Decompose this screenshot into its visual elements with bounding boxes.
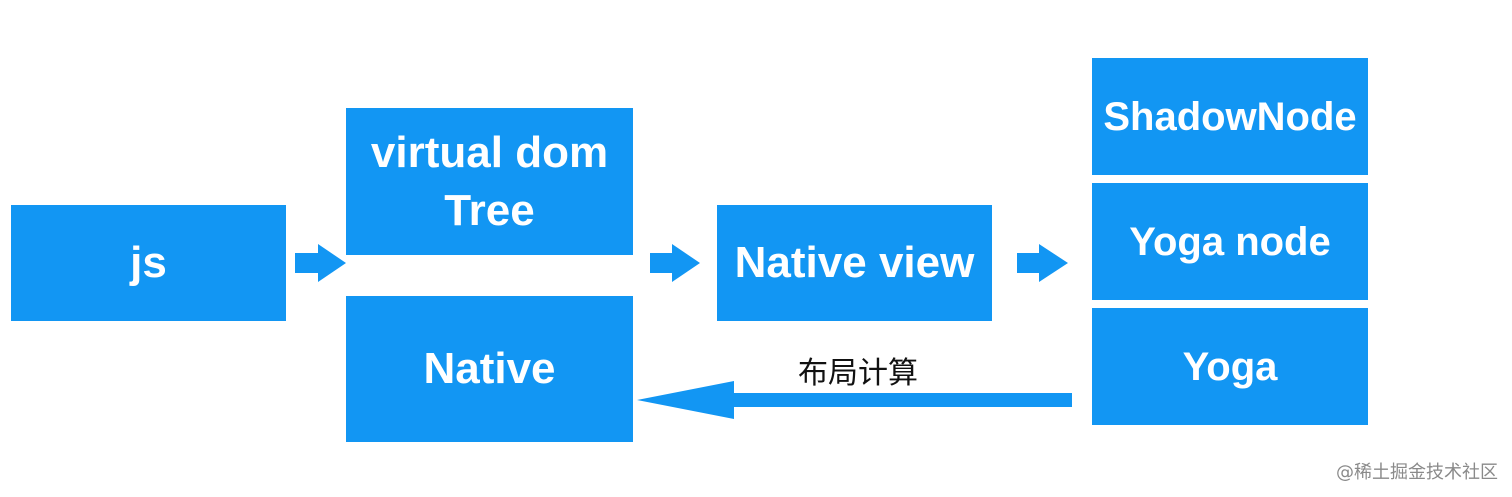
arrow-js-to-vdom xyxy=(295,244,346,282)
edge-label-layout-calc: 布局计算 xyxy=(798,356,918,391)
arrow-vdom-to-native-view xyxy=(650,244,700,282)
arrow-native-view-to-yoga xyxy=(1017,244,1068,282)
node-native: Native xyxy=(346,296,633,442)
node-yoga-node: Yoga node xyxy=(1092,183,1368,300)
arrow-yoga-to-native xyxy=(637,381,1072,419)
node-virtual-dom-tree: virtual dom Tree xyxy=(346,108,633,255)
watermark: @稀土掘金技术社区 xyxy=(1336,462,1498,483)
node-yoga: Yoga xyxy=(1092,308,1368,425)
node-shadow-node: ShadowNode xyxy=(1092,58,1368,175)
node-native-view: Native view xyxy=(717,205,992,321)
node-js: js xyxy=(11,205,286,321)
